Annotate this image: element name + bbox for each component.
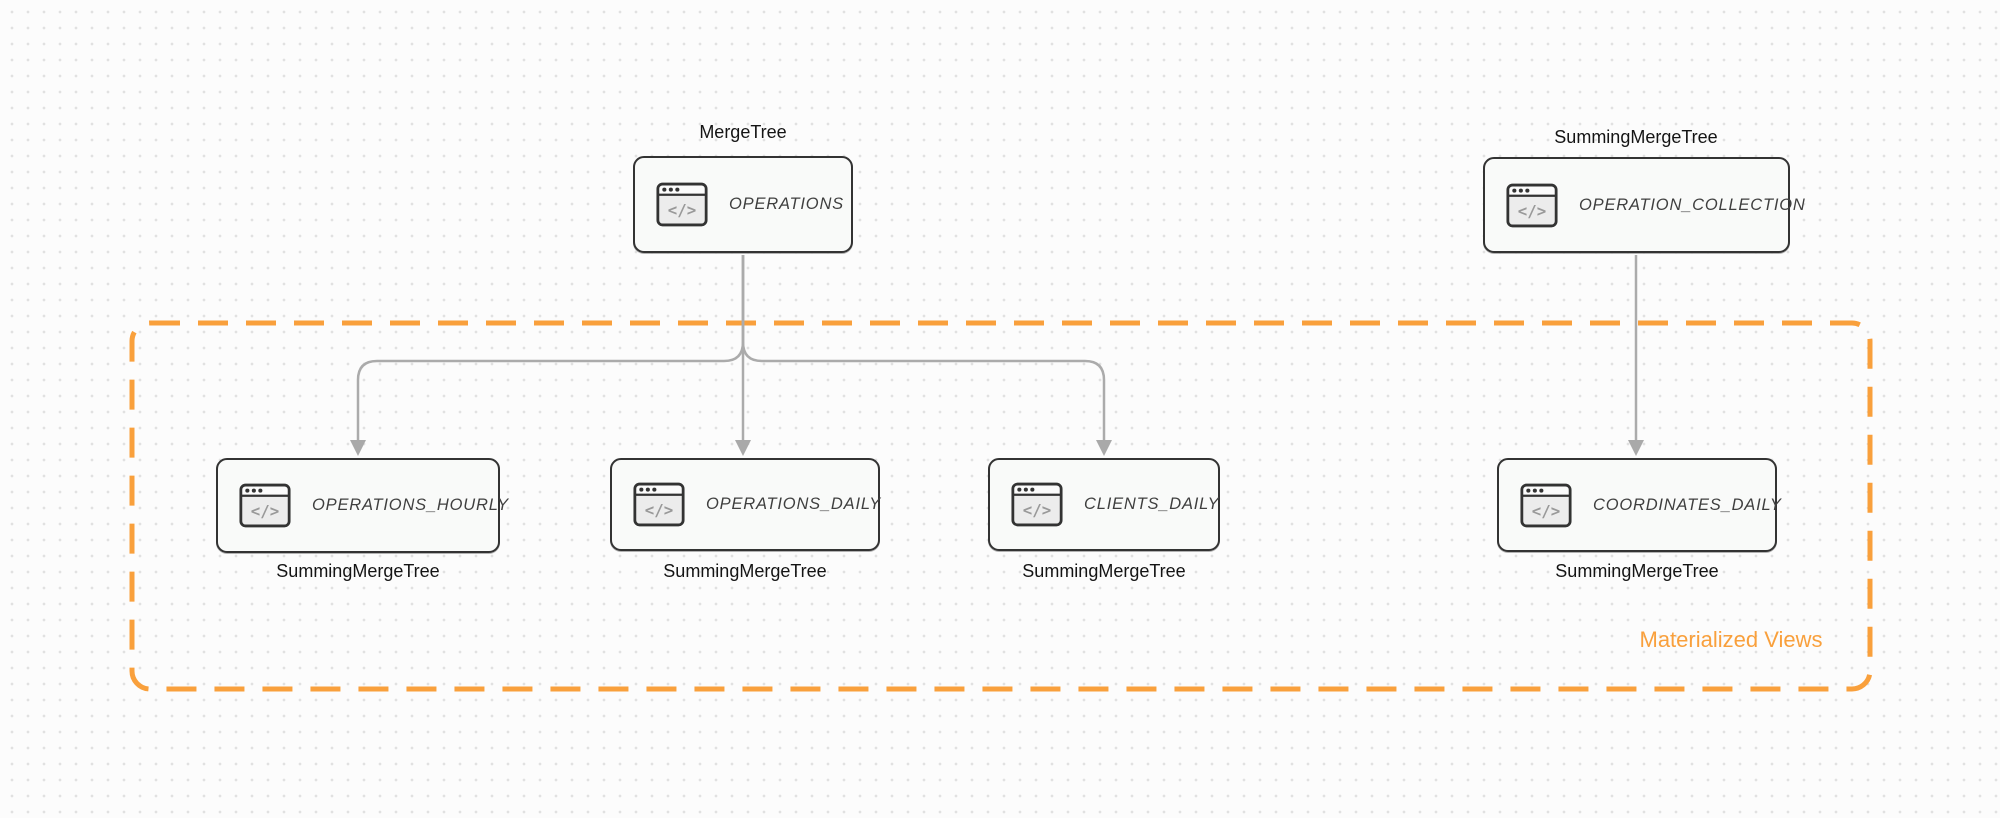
node-operations-daily[interactable]: </> OPERATIONS_DAILY — [610, 458, 880, 551]
engine-label-operations-daily: SummingMergeTree — [663, 561, 827, 581]
svg-text:</>: </> — [1518, 201, 1546, 220]
arrowhead-coordinates-daily — [1628, 440, 1644, 456]
engine-label-clients-daily: SummingMergeTree — [1022, 561, 1186, 581]
engine-label-coordinates-daily: SummingMergeTree — [1555, 561, 1719, 581]
node-title: COORDINATES_DAILY — [1593, 495, 1782, 514]
code-window-icon: </> — [1506, 183, 1558, 228]
code-window-icon: </> — [633, 482, 685, 527]
node-title: OPERATIONS — [729, 195, 844, 213]
node-title: OPERATIONS_DAILY — [706, 495, 882, 513]
code-window-icon: </> — [1011, 482, 1063, 527]
materialized-views-dashed-border — [129, 320, 1873, 692]
svg-text:</>: </> — [1532, 501, 1560, 520]
code-window-icon: </> — [1520, 483, 1572, 528]
svg-text:</>: </> — [251, 502, 279, 521]
node-coordinates-daily[interactable]: </> COORDINATES_DAILY — [1497, 458, 1781, 552]
node-title: OPERATION_COLLECTION — [1579, 195, 1806, 214]
engine-label-operation-collection: SummingMergeTree — [1554, 127, 1718, 147]
svg-text:</>: </> — [668, 201, 696, 220]
node-operations[interactable]: </> OPERATIONS — [633, 156, 853, 253]
materialized-views-label: Materialized Views — [1639, 627, 1823, 652]
node-title: CLIENTS_DAILY — [1084, 495, 1220, 513]
arrowhead-clients-daily — [1096, 440, 1112, 456]
node-title: OPERATIONS_HOURLY — [312, 496, 509, 514]
node-operations-hourly[interactable]: </> OPERATIONS_HOURLY — [216, 458, 508, 553]
node-clients-daily[interactable]: </> CLIENTS_DAILY — [988, 458, 1220, 551]
engine-label-operations-hourly: SummingMergeTree — [276, 561, 440, 581]
edge-operations-to-clients-daily — [741, 255, 1106, 441]
svg-text:</>: </> — [645, 501, 673, 520]
code-window-icon: </> — [239, 483, 291, 528]
svg-text:</>: </> — [1023, 501, 1051, 520]
arrowhead-operations-daily — [735, 440, 751, 456]
node-operation-collection[interactable]: </> OPERATION_COLLECTION — [1483, 157, 1805, 253]
edge-operations-to-operations-hourly — [356, 255, 745, 441]
engine-label-operations: MergeTree — [699, 122, 787, 142]
arrowhead-operations-hourly — [350, 440, 366, 456]
code-window-icon: </> — [656, 182, 708, 227]
